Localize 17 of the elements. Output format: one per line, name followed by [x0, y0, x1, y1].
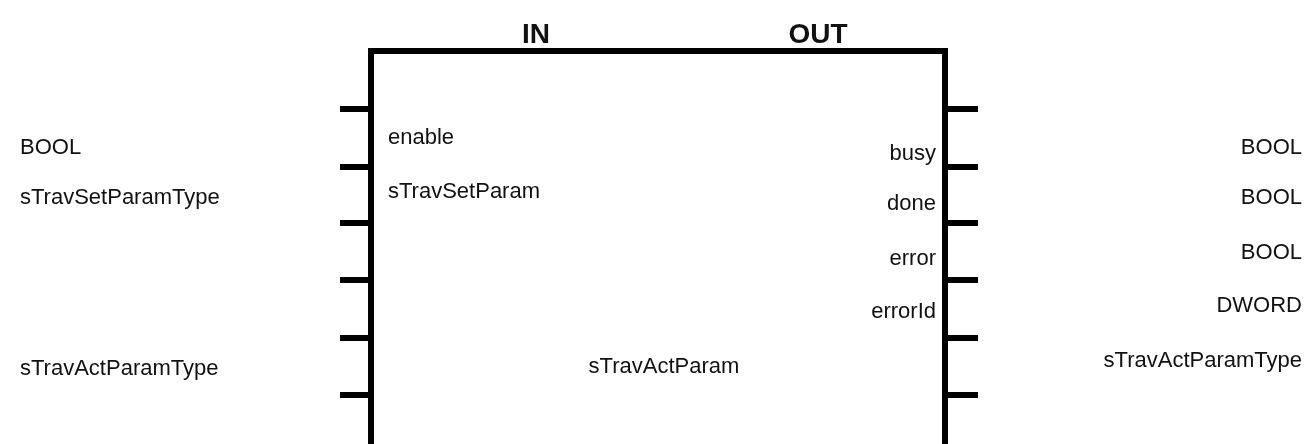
port-label: done — [887, 190, 936, 216]
data-type-label: BOOL — [1240, 134, 1302, 160]
section-heading: OUT — [788, 18, 848, 50]
data-type-label: BOOL — [1240, 239, 1302, 265]
port-label: busy — [889, 140, 936, 166]
data-type-label: sTravSetParamType — [20, 184, 220, 210]
port-label: sTravSetParam — [388, 178, 540, 204]
data-type-label: sTravActParamType — [1103, 347, 1302, 373]
port-label: enable — [388, 124, 455, 150]
data-type-label: BOOL — [1240, 184, 1302, 210]
section-heading: IN — [522, 18, 550, 50]
data-type-label: BOOL — [20, 134, 82, 160]
port-label: error — [889, 245, 936, 271]
data-type-label: sTravActParamType — [20, 355, 219, 381]
port-label: sTravActParam — [588, 353, 740, 379]
data-type-label: DWORD — [1216, 292, 1302, 318]
port-label: errorId — [871, 298, 936, 324]
